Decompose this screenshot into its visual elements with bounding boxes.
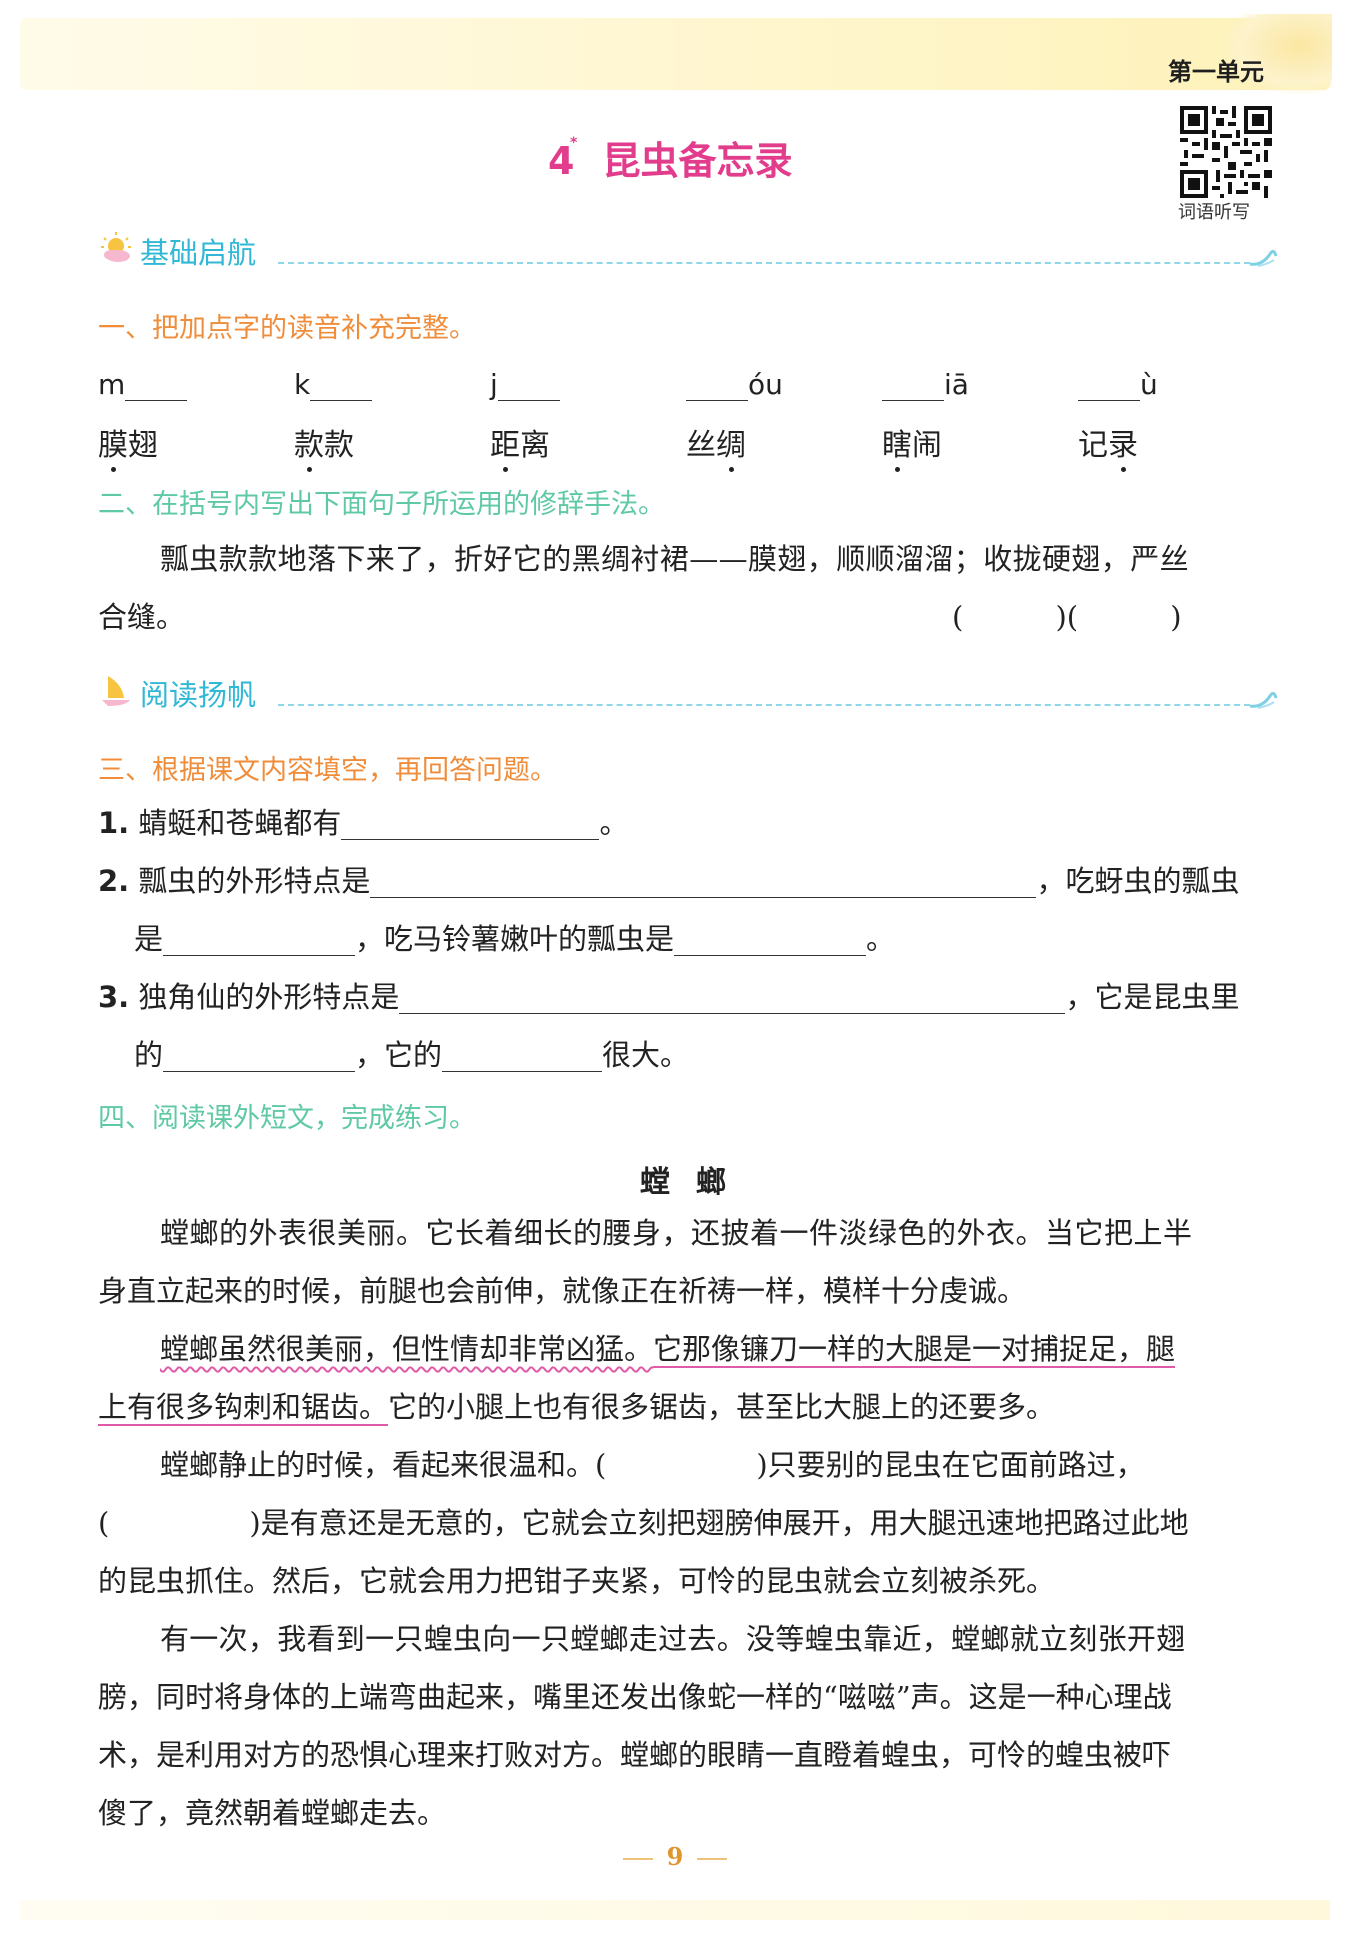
pinyin-item-2: k [294,368,373,401]
section-basics-label: 基础启航 [140,236,257,270]
q2-answer-parens[interactable]: ( )( ) [952,600,1182,634]
passage-p4-line-4: 傻了，竟然朝着螳螂走去。 [98,1796,447,1830]
passage-p4-line-2: 膀，同时将身体的上端弯曲起来，嘴里还发出像蛇一样的“嗞嗞”声。这是一种心理战 [98,1680,1172,1714]
question-1-title: 一、把加点字的读音补充完整。 [98,313,476,344]
passage-title: 螳螂 [640,1165,752,1200]
underlined-sentence: 上有很多钩刺和锯齿。 [98,1390,389,1424]
pinyin-item-4: óu [686,368,783,401]
passage-p3-line-2: ()是有意还是无意的，它就会立刻把翅膀伸展开，用大腿迅速地把路过此地 [98,1506,1189,1540]
underlined-sentence: 它那像镰刀一样的大腿是一对捕捉足，腿 [653,1332,1176,1366]
passage-p1-line-1: 螳螂的外表很美丽。它长着细长的腰身，还披着一件淡绿色的外衣。当它把上半 [160,1216,1193,1250]
lesson-title: 4* 昆虫备忘录 [548,130,792,185]
section-basics-heading: 基础启航 [98,228,1278,270]
pinyin-blank[interactable] [310,374,373,401]
section-divider [278,704,1250,706]
pinyin-blank[interactable] [497,374,560,401]
pinyin-item-6: ù [1078,368,1158,401]
answer-blank[interactable] [399,985,1066,1014]
question-3-title: 三、根据课文内容填空，再回答问题。 [98,755,557,786]
pinyin-item-1: m [98,368,188,401]
qr-code-icon[interactable] [1180,106,1272,198]
word-item-1: 膜翅 [98,420,158,472]
question-4-title: 四、阅读课外短文，完成练习。 [98,1103,476,1134]
pinyin-blank[interactable] [1078,374,1140,401]
word-item-2: 款款 [294,420,354,472]
passage-p2-line-2: 上有很多钩刺和锯齿。它的小腿上也有很多锯齿，甚至比大腿上的还要多。 [98,1390,1056,1424]
wavy-underlined-sentence: 螳螂虽然很美丽，但性情却非常凶猛。 [160,1332,654,1366]
pinyin-blank[interactable] [125,374,188,401]
passage-p2-line-1: 螳螂虽然很美丽，但性情却非常凶猛。它那像镰刀一样的大腿是一对捕捉足，腿 [160,1332,1175,1366]
sun-cloud-icon [101,232,131,262]
answer-blank[interactable] [163,1043,356,1072]
banner-decoration [1222,14,1332,94]
sailboat-icon [102,676,130,706]
swirl-icon [1249,249,1278,267]
word-item-5: 瞎闹 [882,420,942,472]
passage-p4-line-3: 术，是利用对方的恐惧心理来打败对方。螳螂的眼睛一直瞪着蝗虫，可怜的蝗虫被吓 [98,1738,1172,1772]
section-reading-heading: 阅读扬帆 [98,670,1278,712]
swirl-icon [1249,691,1278,709]
unit-label: 第一单元 [1168,58,1264,86]
pinyin-item-5: iā [882,368,969,401]
q3-item-3-line-2: 的，它的很大。 [134,1038,690,1072]
answer-blank[interactable] [341,811,600,840]
passage-p3-line-1: 螳螂静止的时候，看起来很温和。()只要别的昆虫在它面前路过， [160,1448,1145,1482]
word-item-6: 记录 [1078,420,1138,472]
q3-item-3-line-1: 3. 独角仙的外形特点是，它是昆虫里 [98,980,1240,1014]
lesson-mark: * [570,135,578,151]
q2-sentence-line-2: 合缝。 [98,600,186,634]
q3-item-2-line-1: 2. 瓢虫的外形特点是，吃蚜虫的瓢虫 [98,864,1240,898]
lesson-number: 4* [548,135,578,183]
passage-p1-line-2: 身直立起来的时候，前腿也会前伸，就像正在祈祷一样，模样十分虔诚。 [98,1274,1027,1308]
pinyin-blank[interactable] [686,374,748,401]
q2-sentence-line-1: 瓢虫款款地落下来了，折好它的黑绸衬裙——膜翅，顺顺溜溜；收拢硬翅，严丝 [160,542,1190,576]
passage-p4-line-1: 有一次，我看到一只蝗虫向一只螳螂走过去。没等蝗虫靠近，螳螂就立刻张开翅 [160,1622,1186,1656]
word-item-3: 距离 [490,420,550,472]
qr-caption: 词语听写 [1178,202,1250,223]
section-reading-label: 阅读扬帆 [140,678,257,712]
pinyin-item-3: j [490,368,560,401]
question-2-title: 二、在括号内写出下面句子所运用的修辞手法。 [98,489,665,520]
pinyin-blank[interactable] [882,374,944,401]
lesson-title-text: 昆虫备忘录 [602,139,793,183]
top-banner [20,18,1330,90]
passage-p3-line-3: 的昆虫抓住。然后，它就会用力把钳子夹紧，可怜的昆虫就会立刻被杀死。 [98,1564,1056,1598]
word-item-4: 丝绸 [686,420,746,472]
q3-item-1: 1. 蜻蜓和苍蝇都有。 [98,806,629,840]
page-number: 9 [0,1842,1350,1871]
section-divider [278,262,1250,264]
q3-item-2-line-2: 是，吃马铃薯嫩叶的瓢虫是。 [134,922,896,956]
answer-blank[interactable] [370,869,1037,898]
answer-blank[interactable] [163,927,356,956]
bottom-band [20,1900,1330,1920]
answer-blank[interactable] [674,927,867,956]
answer-blank[interactable] [442,1043,603,1072]
